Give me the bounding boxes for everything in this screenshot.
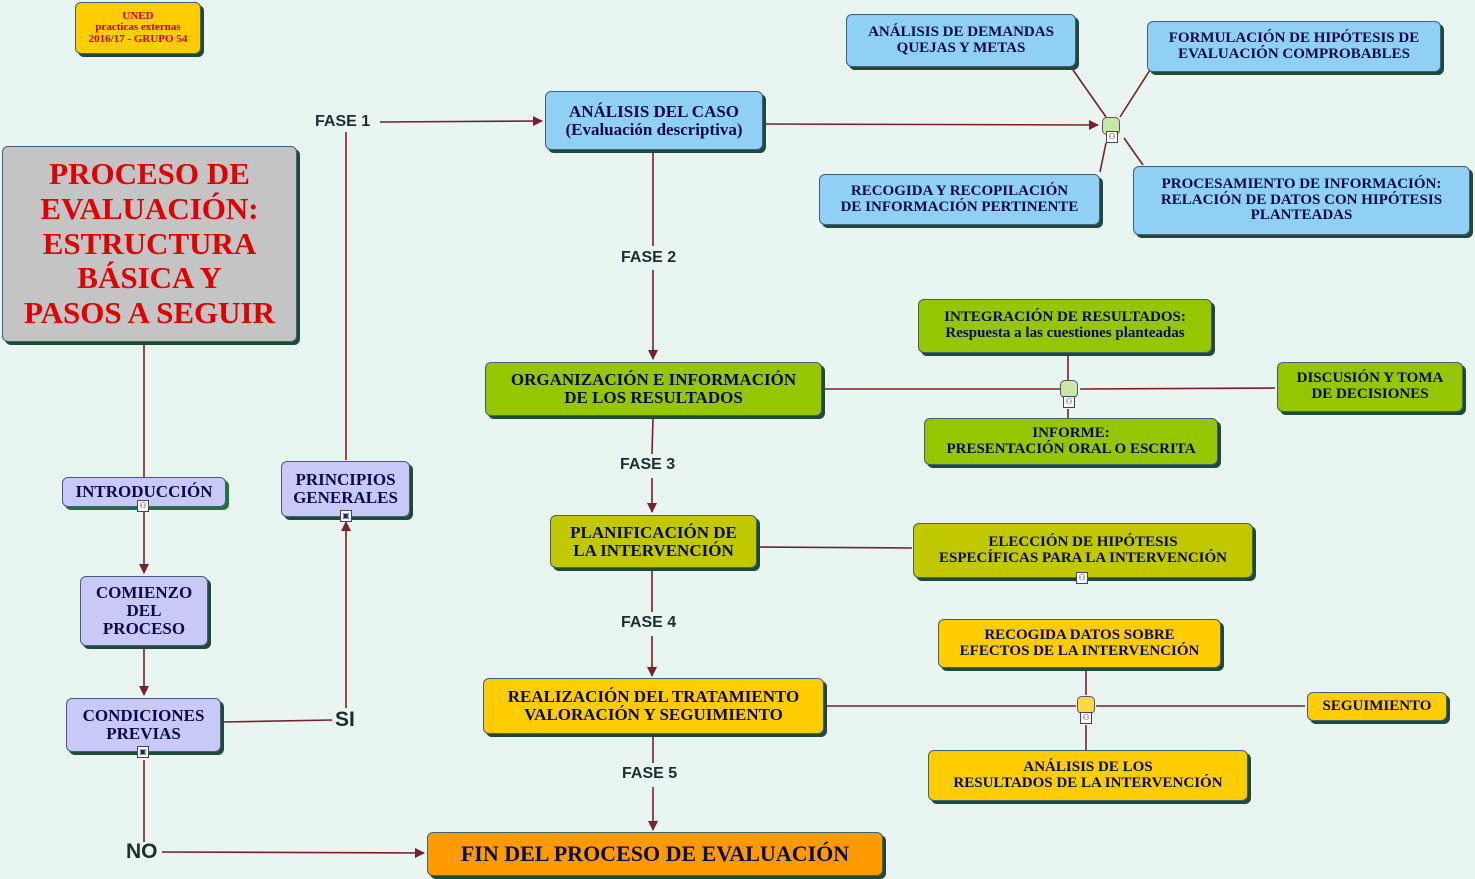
followup-node[interactable]: SEGUIMIENTO xyxy=(1307,692,1447,721)
treatment-line-1: REALIZACIÓN DEL TRATAMIENTO xyxy=(507,687,800,707)
title-line-3: ESTRUCTURA xyxy=(42,225,257,261)
results-analysis-node[interactable]: ANÁLISIS DE LOS RESULTADOS DE LA INTERVE… xyxy=(928,750,1248,801)
end-label: FIN DEL PROCESO DE EVALUACIÓN xyxy=(460,841,850,867)
title-line-1: PROCESO DE xyxy=(49,156,250,192)
uned-badge: UNED practicas externas 2016/17 - GRUPO … xyxy=(75,2,201,54)
effects-line-1: RECOGIDA DATOS SOBRE xyxy=(984,626,1175,643)
badge-line-2: practicas externas xyxy=(95,21,181,34)
planning-line-1: PLANIFICACIÓN DE xyxy=(570,522,737,542)
demands-node[interactable]: ANÁLISIS DE DEMANDAS QUEJAS Y METAS xyxy=(846,14,1076,67)
discussion-node[interactable]: DISCUSIÓN Y TOMA DE DECISIONES xyxy=(1277,362,1463,412)
demands-line-2: QUEJAS Y METAS xyxy=(896,39,1026,56)
integration-node[interactable]: INTEGRACIÓN DE RESULTADOS: Respuesta a l… xyxy=(918,299,1212,353)
collection-line-1: RECOGIDA Y RECOPILACIÓN xyxy=(850,182,1069,199)
conditions-line-1: CONDICIONES xyxy=(82,706,205,726)
concept-map-icon[interactable]: ⚇ xyxy=(1080,712,1092,724)
end-node[interactable]: FIN DEL PROCESO DE EVALUACIÓN xyxy=(427,832,883,876)
main-title: PROCESO DE EVALUACIÓN: ESTRUCTURA BÁSICA… xyxy=(2,146,297,342)
concept-map-icon[interactable]: ⚇ xyxy=(137,500,149,512)
conditions-node[interactable]: CONDICIONES PREVIAS xyxy=(66,698,221,752)
organization-line-1: ORGANIZACIÓN E INFORMACIÓN xyxy=(510,370,797,390)
image-icon[interactable]: ▣ xyxy=(137,746,149,758)
collection-node[interactable]: RECOGIDA Y RECOPILACIÓN DE INFORMACIÓN P… xyxy=(819,174,1100,225)
phase-2-label: FASE 2 xyxy=(621,249,677,266)
intro-label: INTRODUCCIÓN xyxy=(75,482,213,502)
discussion-line-2: DE DECISIONES xyxy=(1311,386,1429,402)
badge-line-1: UNED xyxy=(122,9,154,22)
analysis-line-1: ANÁLISIS DEL CASO xyxy=(568,101,740,121)
specific-hyp-line-2: ESPECÍFICAS PARA LA INTERVENCIÓN xyxy=(939,549,1227,566)
processing-line-2: RELACIÓN DE DATOS CON HIPÓTESIS xyxy=(1160,191,1443,208)
concept-map-icon[interactable]: ⚇ xyxy=(1063,396,1075,408)
image-icon[interactable]: ▣ xyxy=(340,510,352,522)
integration-line-1: INTEGRACIÓN DE RESULTADOS: xyxy=(944,309,1186,326)
principles-line-1: PRINCIPIOS xyxy=(295,470,396,490)
title-line-2: EVALUACIÓN: xyxy=(40,190,259,226)
principles-line-2: GENERALES xyxy=(293,488,398,507)
results-analysis-line-1: ANÁLISIS DE LOS xyxy=(1023,758,1153,775)
conditions-line-2: PREVIAS xyxy=(106,724,181,743)
effects-node[interactable]: RECOGIDA DATOS SOBRE EFECTOS DE LA INTER… xyxy=(938,619,1221,668)
report-node[interactable]: INFORME: PRESENTACIÓN ORAL O ESCRITA xyxy=(924,418,1218,465)
treatment-node[interactable]: REALIZACIÓN DEL TRATAMIENTO VALORACIÓN Y… xyxy=(483,678,824,734)
report-line-2: PRESENTACIÓN ORAL O ESCRITA xyxy=(946,440,1196,457)
report-line-1: INFORME: xyxy=(1032,424,1110,441)
planning-node[interactable]: PLANIFICACIÓN DE LA INTERVENCIÓN xyxy=(550,515,757,568)
integration-line-2: Respuesta a las cuestiones planteadas xyxy=(945,325,1185,341)
processing-line-3: PLANTEADAS xyxy=(1250,207,1353,224)
hypothesis-line-1: FORMULACIÓN DE HIPÓTESIS DE xyxy=(1168,29,1420,46)
badge-line-3: 2016/17 - GRUPO 54 xyxy=(88,32,188,45)
phase-1-label: FASE 1 xyxy=(315,113,371,130)
followup-label: SEGUIMIENTO xyxy=(1322,697,1432,714)
hypothesis-node[interactable]: FORMULACIÓN DE HIPÓTESIS DE EVALUACIÓN C… xyxy=(1147,21,1441,72)
analysis-node[interactable]: ANÁLISIS DEL CASO (Evaluación descriptiv… xyxy=(545,91,763,150)
yes-label: SI xyxy=(335,708,355,731)
collection-line-2: DE INFORMACIÓN PERTINENTE xyxy=(840,198,1079,215)
title-line-5: PASOS A SEGUIR xyxy=(24,295,275,331)
processing-line-1: PROCESAMIENTO DE INFORMACIÓN: xyxy=(1161,175,1442,192)
start-line-1: COMIENZO xyxy=(95,583,193,603)
organization-line-2: DE LOS RESULTADOS xyxy=(564,388,743,407)
title-line-4: BÁSICA Y xyxy=(77,260,222,296)
discussion-line-1: DISCUSIÓN Y TOMA xyxy=(1296,370,1444,387)
hypothesis-line-2: EVALUACIÓN COMPROBABLES xyxy=(1178,45,1410,62)
processing-node[interactable]: PROCESAMIENTO DE INFORMACIÓN: RELACIÓN D… xyxy=(1133,166,1470,235)
organization-node[interactable]: ORGANIZACIÓN E INFORMACIÓN DE LOS RESULT… xyxy=(485,362,822,416)
start-node[interactable]: COMIENZO DEL PROCESO xyxy=(80,576,208,646)
no-label: NO xyxy=(126,840,158,863)
treatment-line-2: VALORACIÓN Y SEGUIMIENTO xyxy=(524,705,783,724)
planning-line-2: LA INTERVENCIÓN xyxy=(573,540,734,560)
concept-map-icon[interactable]: ⚇ xyxy=(1106,131,1118,143)
start-line-2: DEL xyxy=(126,601,162,621)
principles-node[interactable]: PRINCIPIOS GENERALES xyxy=(281,461,410,517)
phase-4-label: FASE 4 xyxy=(621,614,677,631)
specific-hypothesis-node[interactable]: ELECCIÓN DE HIPÓTESIS ESPECÍFICAS PARA L… xyxy=(913,523,1253,578)
effects-line-2: EFECTOS DE LA INTERVENCIÓN xyxy=(959,642,1200,659)
phase-3-label: FASE 3 xyxy=(620,456,676,473)
start-line-3: PROCESO xyxy=(102,618,186,638)
concept-map-icon[interactable]: ⚇ xyxy=(1076,572,1088,584)
specific-hyp-line-1: ELECCIÓN DE HIPÓTESIS xyxy=(988,533,1178,550)
demands-line-1: ANÁLISIS DE DEMANDAS xyxy=(868,23,1054,40)
phase-5-label: FASE 5 xyxy=(622,765,678,782)
results-analysis-line-2: RESULTADOS DE LA INTERVENCIÓN xyxy=(953,774,1223,791)
analysis-line-2: (Evaluación descriptiva) xyxy=(565,119,743,139)
